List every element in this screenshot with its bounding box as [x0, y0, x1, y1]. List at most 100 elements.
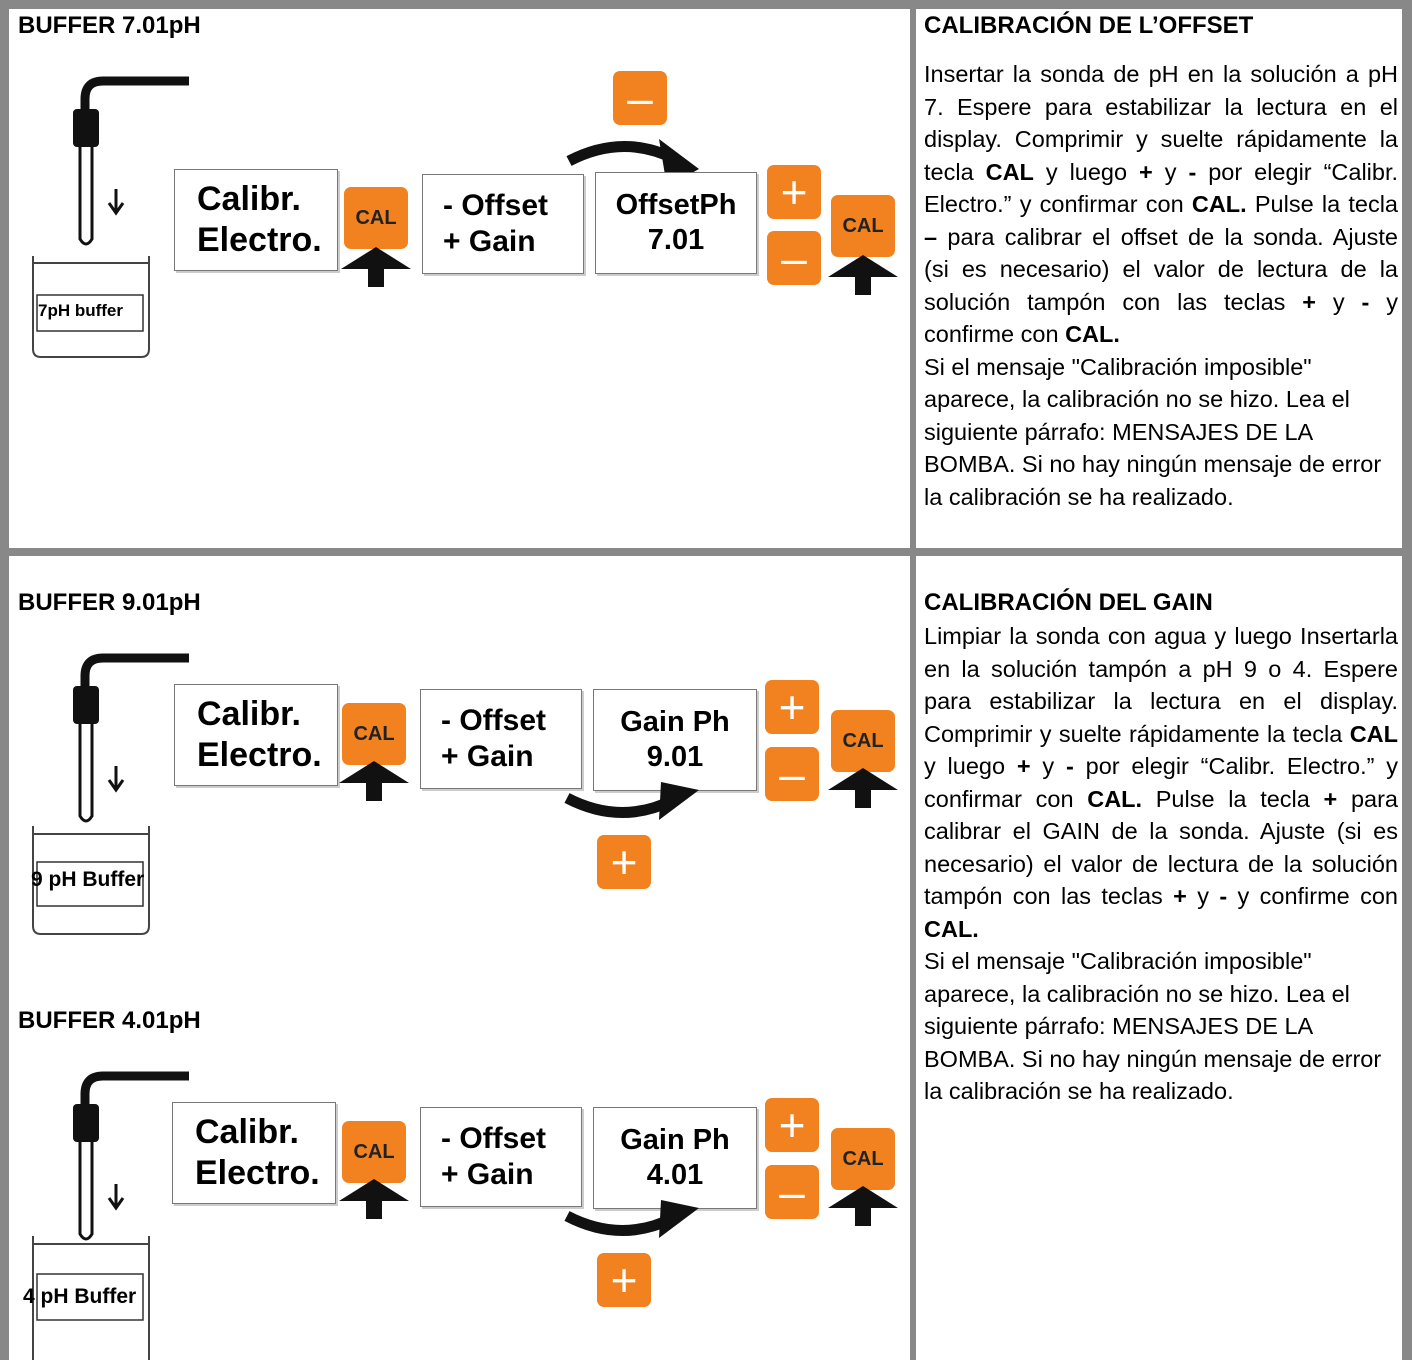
value-line-1: OffsetPh [615, 189, 737, 222]
display-calibr-electro-9: Calibr. Electro. [174, 684, 338, 786]
value-line-1: Gain Ph [620, 1124, 730, 1157]
text: Limpiar la sonda con agua y luego Insert… [924, 623, 1398, 747]
display-calibr-electro: Calibr. Electro. [174, 169, 338, 271]
gain-title: CALIBRACIÓN DEL GAIN [924, 589, 1213, 616]
menu-line-2: + Gain [441, 1158, 534, 1191]
text: por elegir “Calibr. Electro.” y confirma… [924, 158, 1399, 218]
text-bold: - [1065, 753, 1074, 779]
value-line-2: 9.01 [646, 741, 704, 773]
cal-key-confirm[interactable]: CAL [831, 195, 895, 257]
arrow-up-icon-2 [828, 255, 898, 295]
offset-title: CALIBRACIÓN DE L’OFFSET [924, 12, 1254, 39]
buffer-4-label: BUFFER 4.01pH [18, 1007, 201, 1034]
text-bold: CAL. [1087, 785, 1143, 812]
text: y confirme con [924, 288, 1398, 348]
display-line-2: Electro. [197, 736, 322, 774]
gain-para-1: Limpiar la sonda con agua y luego Insert… [924, 620, 1398, 945]
plus-key-4-below[interactable]: + [597, 1253, 651, 1307]
text-bold: + [1016, 753, 1031, 779]
display-gain-value-9: Gain Ph 9.01 [593, 689, 757, 791]
text-bold: CAL. [924, 915, 979, 942]
plus-key[interactable]: + [767, 165, 821, 219]
arrow-up-icon [341, 247, 411, 287]
minus-key-9[interactable]: – [765, 747, 819, 801]
cal-key-confirm-4[interactable]: CAL [831, 1128, 895, 1190]
value-line-2: 4.01 [646, 1159, 704, 1191]
value-line-1: Gain Ph [620, 706, 730, 739]
minus-key-4[interactable]: – [765, 1165, 819, 1219]
gain-text-cell: CALIBRACIÓN DEL GAIN Limpiar la sonda co… [916, 556, 1402, 1360]
plus-key-9-below[interactable]: + [597, 835, 651, 889]
buffer-7-label: BUFFER 7.01pH [18, 12, 201, 39]
gain-instructions: Limpiar la sonda con agua y luego Insert… [924, 620, 1398, 1108]
text-bold: CAL. [1191, 191, 1247, 217]
offset-instructions: Insertar la sonda de pH en la solución a… [924, 58, 1398, 513]
text: y [1316, 288, 1362, 315]
text-bold: – [924, 223, 938, 250]
offset-para-1: Insertar la sonda de pH en la solución a… [924, 58, 1398, 351]
display-offset-value: OffsetPh 7.01 [595, 172, 757, 274]
minus-key[interactable]: – [613, 71, 667, 125]
menu-line-1: - Offset [441, 704, 546, 737]
probe-in-buffer-7-icon [32, 76, 189, 358]
plus-key-4[interactable]: + [765, 1098, 819, 1152]
text: para calibrar el offset de la sonda. Aju… [924, 223, 1398, 315]
text: y [1186, 883, 1220, 909]
text: Pulse la tecla [1246, 191, 1398, 217]
display-line-1: Calibr. [197, 180, 301, 219]
text: Pulse la tecla [1142, 785, 1324, 812]
cal-key[interactable]: CAL [344, 187, 408, 249]
display-menu: - Offset + Gain [422, 174, 584, 274]
display-line-2: Electro. [195, 1154, 320, 1192]
offset-para-2: Si el mensaje "Calibración imposible" ap… [924, 353, 1382, 510]
jar-4-label: 4 pH Buffer [23, 1285, 137, 1308]
display-calibr-electro-4: Calibr. Electro. [172, 1102, 336, 1204]
value-line-2: 7.01 [647, 224, 705, 256]
text-bold: CAL [1349, 720, 1398, 747]
text-bold: + [1323, 785, 1338, 812]
cal-key-4[interactable]: CAL [342, 1121, 406, 1183]
text: para calibrar el GAIN de la sonda. Ajust… [924, 785, 1398, 910]
menu-line-1: - Offset [443, 189, 548, 222]
gain-diagram-cell: BUFFER 9.01pH 9 pH Buffer Calibr. Electr… [9, 556, 910, 1360]
text-bold: - [1219, 883, 1228, 909]
plus-key-9[interactable]: + [765, 680, 819, 734]
display-menu-9: - Offset + Gain [420, 689, 582, 789]
cal-key-confirm-9[interactable]: CAL [831, 710, 895, 772]
menu-line-2: + Gain [443, 225, 536, 258]
display-line-2: Electro. [197, 221, 322, 259]
text-bold: + [1139, 158, 1153, 185]
jar-9-label: 9 pH Buffer [31, 868, 145, 891]
text: y confirme con [1227, 883, 1398, 909]
arrow-up-icon-4 [339, 1179, 409, 1219]
text: por elegir “Calibr. Electro.” y confirma… [924, 753, 1398, 812]
display-line-1: Calibr. [195, 1113, 299, 1152]
offset-text-cell: CALIBRACIÓN DE L’OFFSET Insertar la sond… [916, 9, 1402, 548]
text: y [1030, 753, 1066, 779]
display-gain-value-4: Gain Ph 4.01 [593, 1107, 757, 1209]
buffer-9-label: BUFFER 9.01pH [18, 589, 201, 616]
arrow-up-icon-4b [828, 1186, 898, 1226]
minus-key-2[interactable]: – [767, 231, 821, 285]
display-menu-4: - Offset + Gain [420, 1107, 582, 1207]
text-bold: + [1173, 883, 1187, 909]
text-bold: - [1188, 158, 1197, 185]
offset-diagram-cell: BUFFER 7.01pH 7pH buffer Calibr. Electro… [9, 9, 910, 548]
curved-arrow-icon-9 [564, 782, 699, 820]
text: y luego [1033, 158, 1140, 185]
text-bold: + [1302, 288, 1317, 315]
probe-in-buffer-4-icon [32, 1071, 189, 1360]
arrow-up-icon-9 [339, 761, 409, 801]
text-bold: - [1361, 288, 1370, 315]
jar-7-label: 7pH buffer [38, 301, 123, 320]
probe-in-buffer-9-icon [32, 653, 189, 935]
menu-line-1: - Offset [441, 1122, 546, 1155]
curved-arrow-icon-4 [564, 1200, 699, 1238]
text: y luego [924, 753, 1017, 779]
text-bold: CAL [985, 158, 1034, 185]
text: Insertar la sonda de pH en la solución a… [924, 61, 1398, 185]
text: y [1152, 158, 1189, 185]
text-bold: CAL. [1065, 321, 1120, 347]
cal-key-9[interactable]: CAL [342, 703, 406, 765]
display-line-1: Calibr. [197, 695, 301, 734]
